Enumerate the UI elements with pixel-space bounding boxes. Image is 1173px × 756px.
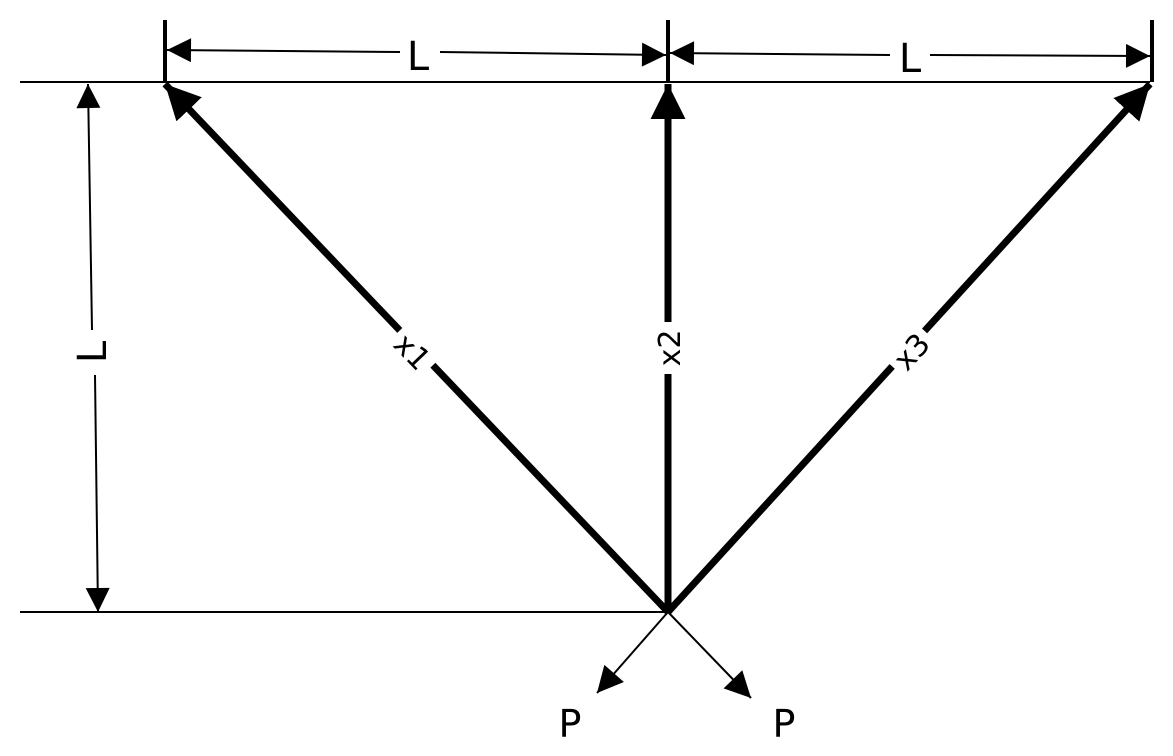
dim-top-right-arrow-left	[669, 41, 891, 66]
dim-top-left-arrow-left	[166, 38, 401, 63]
dim-top-left-arrow-right	[439, 42, 667, 67]
member-x1-label-group: x1	[385, 320, 444, 379]
load-left-label: P	[559, 702, 582, 746]
member-x3-label: x3	[887, 327, 938, 378]
member-x2-label-group: x2	[650, 322, 688, 374]
dim-height-arrow-down	[85, 374, 110, 613]
member-x1-label: x1	[386, 327, 437, 378]
load-arrow-right	[667, 611, 752, 699]
dim-height-arrow-up	[76, 83, 101, 331]
load-right-label: P	[773, 702, 796, 746]
dim-top-right-label: L	[899, 36, 922, 82]
dim-top-left-label: L	[407, 34, 430, 80]
dim-height-label: L	[70, 340, 116, 363]
member-x2-label: x2	[653, 330, 688, 367]
load-arrow-left	[596, 611, 669, 694]
dim-top-right-arrow-right	[929, 43, 1151, 68]
